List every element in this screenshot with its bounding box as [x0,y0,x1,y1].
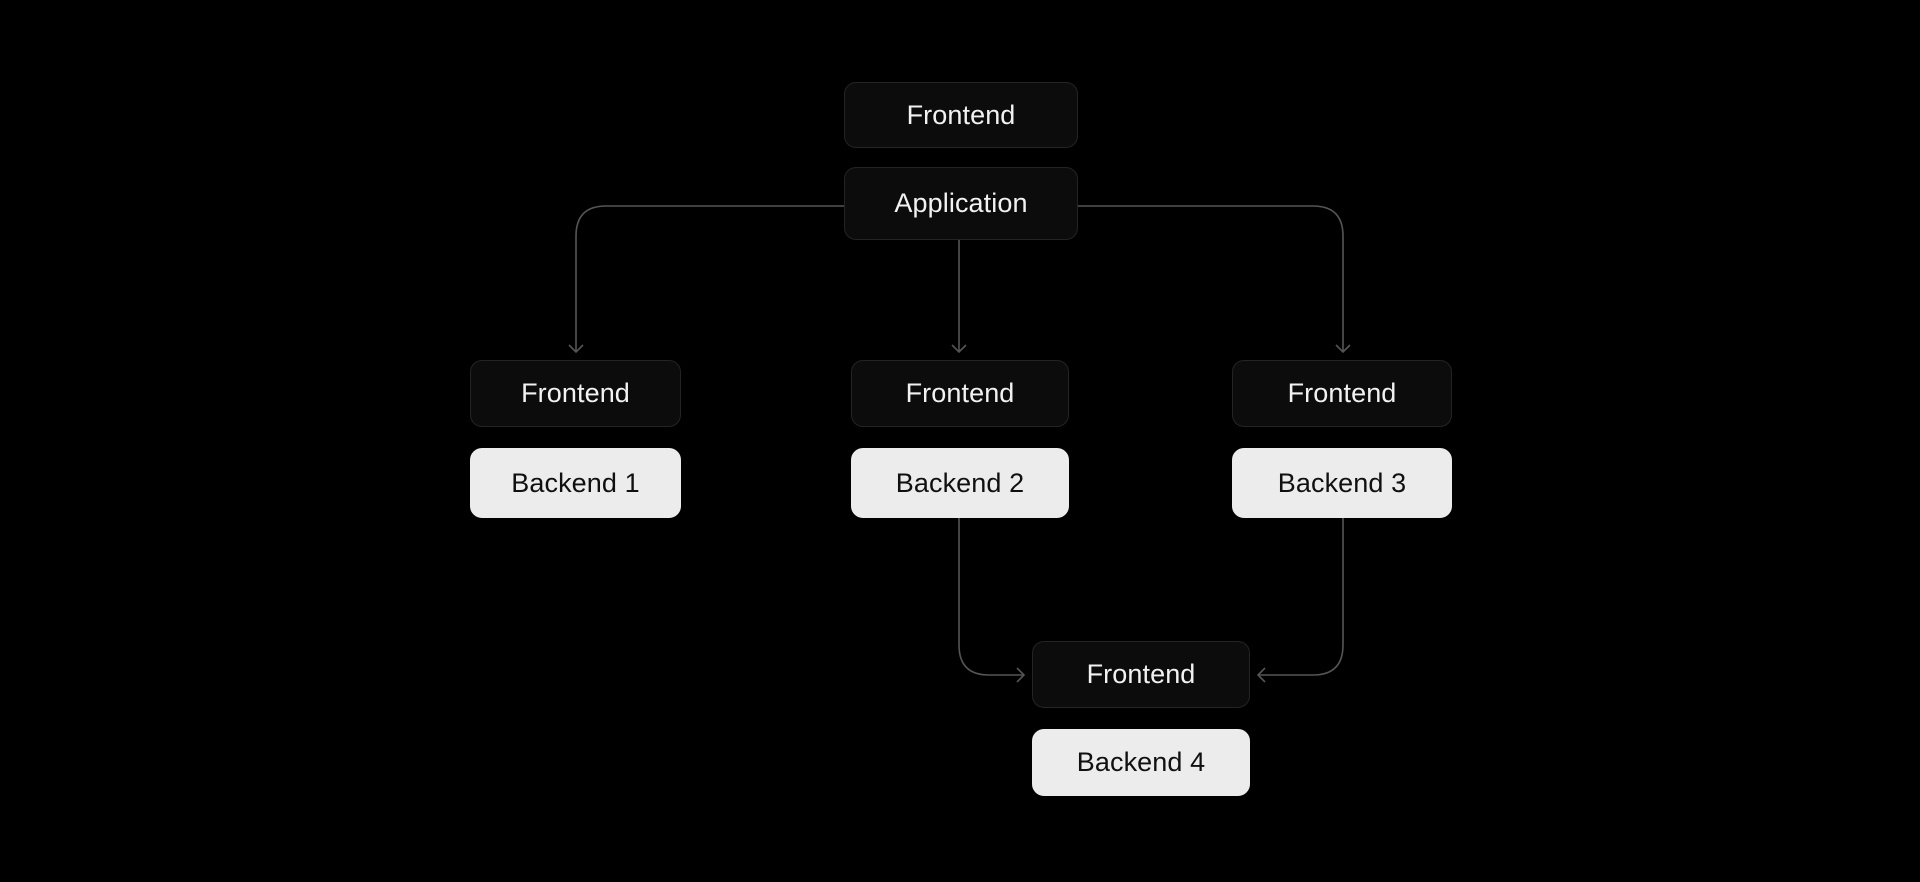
node-label: Backend 3 [1277,467,1407,498]
node-backend-3[interactable]: Backend 3 [1232,448,1452,518]
node-frontend-2[interactable]: Frontend [851,360,1069,427]
node-label: Frontend [521,378,630,408]
node-frontend-root[interactable]: Frontend [844,82,1078,148]
node-backend-4[interactable]: Backend 4 [1032,729,1250,796]
node-label: Application [894,188,1028,218]
arrowhead-application-to-frontend-3 [1335,344,1351,354]
node-label: Backend 1 [511,467,640,498]
node-backend-1[interactable]: Backend 1 [470,448,681,518]
edge-application-to-frontend-3 [1078,205,1344,352]
node-label: Frontend [905,378,1015,408]
node-label: Backend 2 [895,467,1025,498]
node-frontend-4[interactable]: Frontend [1032,641,1250,708]
arrowhead-backend-3-to-frontend-4 [1256,667,1266,683]
edge-backend-3-to-frontend-4 [1258,518,1344,676]
node-application[interactable]: Application [844,167,1078,240]
node-frontend-1[interactable]: Frontend [470,360,681,427]
node-label: Backend 4 [1076,747,1206,777]
edge-backend-2-to-frontend-4 [958,518,1024,676]
node-label: Frontend [1086,659,1196,689]
node-frontend-3[interactable]: Frontend [1232,360,1452,427]
node-label: Frontend [906,99,1016,130]
arrowhead-application-to-frontend-2 [951,344,967,354]
node-label: Frontend [1287,378,1397,408]
node-backend-2[interactable]: Backend 2 [851,448,1069,518]
arrowhead-application-to-frontend-1 [568,344,584,354]
arrowhead-backend-2-to-frontend-4 [1016,667,1026,683]
edge-application-to-frontend-1 [575,205,844,352]
